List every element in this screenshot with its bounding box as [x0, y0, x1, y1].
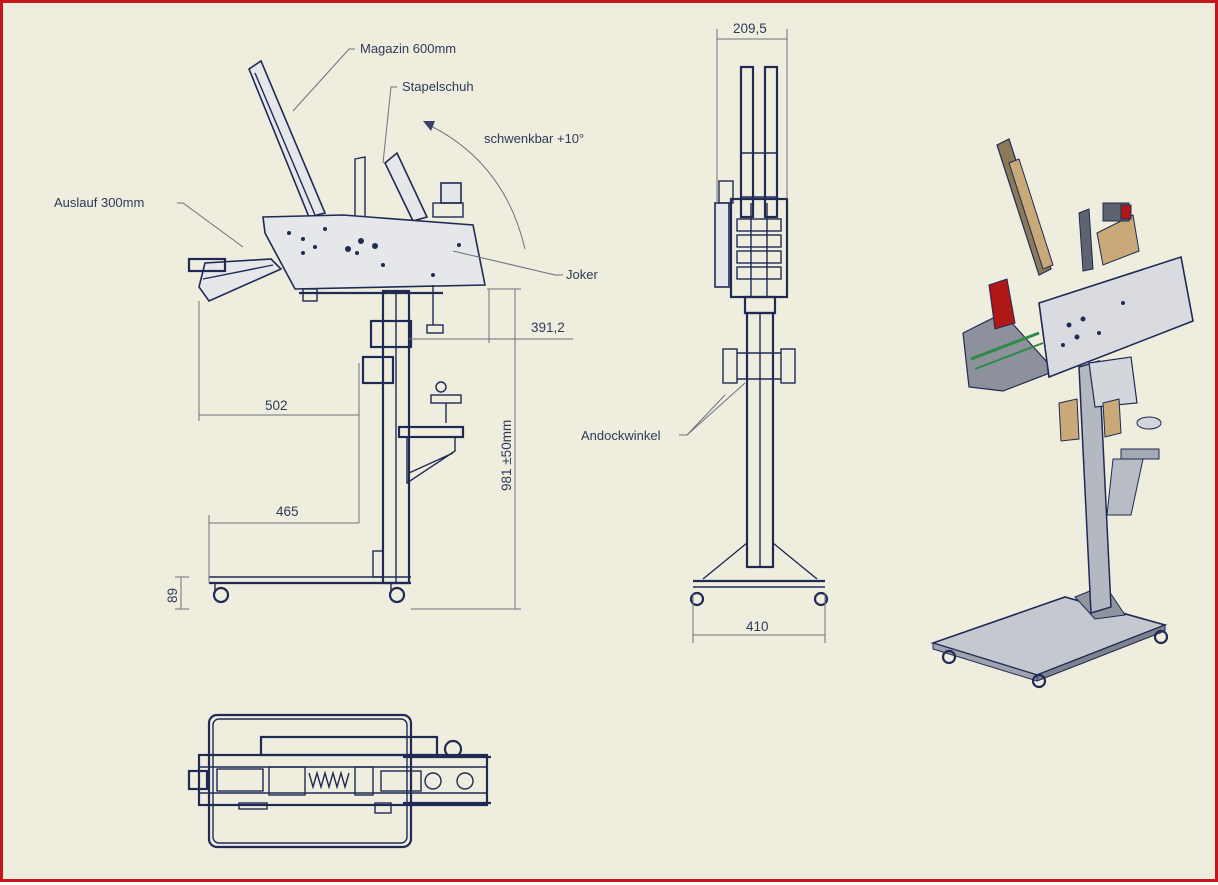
- joker-body: [262, 214, 486, 290]
- label-joker: Joker: [566, 267, 598, 282]
- label-andockwinkel: Andockwinkel: [581, 428, 661, 443]
- sensor-box: [440, 182, 462, 204]
- label-schwenkbar: schwenkbar +10°: [484, 131, 584, 146]
- top-base-outline: [207, 713, 413, 849]
- dim-209: 209,5: [733, 21, 767, 36]
- dim-502: 502: [265, 398, 288, 413]
- top-view: [187, 713, 491, 849]
- dimension-lines: [175, 288, 573, 610]
- label-auslauf: Auslauf 300mm: [54, 195, 144, 210]
- body-holes: [287, 227, 461, 277]
- front-dimension-lines: [692, 29, 826, 643]
- iso-side-plate: [1038, 255, 1194, 379]
- caster-wheel: [212, 586, 230, 604]
- label-magazin: Magazin 600mm: [360, 41, 456, 56]
- dim-410: 410: [746, 619, 769, 634]
- caster-wheel: [388, 586, 406, 604]
- stacking-shoe: [384, 151, 429, 222]
- dim-89: 89: [165, 588, 180, 603]
- side-view: [187, 59, 486, 604]
- iso-base-plate: [930, 596, 1168, 676]
- drawing-canvas: Magazin 600mm Stapelschuh schwenkbar +10…: [54, 21, 1194, 849]
- front-view: [689, 65, 829, 607]
- dim-465: 465: [276, 504, 299, 519]
- dim-391: 391,2: [531, 320, 565, 335]
- dim-981: 981 ±50mm: [499, 420, 514, 491]
- front-body: [729, 197, 789, 299]
- magazine-arm: [248, 59, 327, 218]
- isometric-view: [930, 138, 1194, 689]
- magazine-rail-right: [763, 65, 779, 219]
- iso-stacking-shoe: [1096, 214, 1140, 266]
- magazine-rail-left: [739, 65, 755, 219]
- annotation-lines: [177, 48, 746, 436]
- iso-docking-bracket: [1058, 398, 1080, 442]
- top-spring: [308, 770, 350, 790]
- label-stapelschuh: Stapelschuh: [402, 79, 474, 94]
- iso-red-guide: [988, 278, 1016, 330]
- outlet-conveyor: [198, 258, 283, 302]
